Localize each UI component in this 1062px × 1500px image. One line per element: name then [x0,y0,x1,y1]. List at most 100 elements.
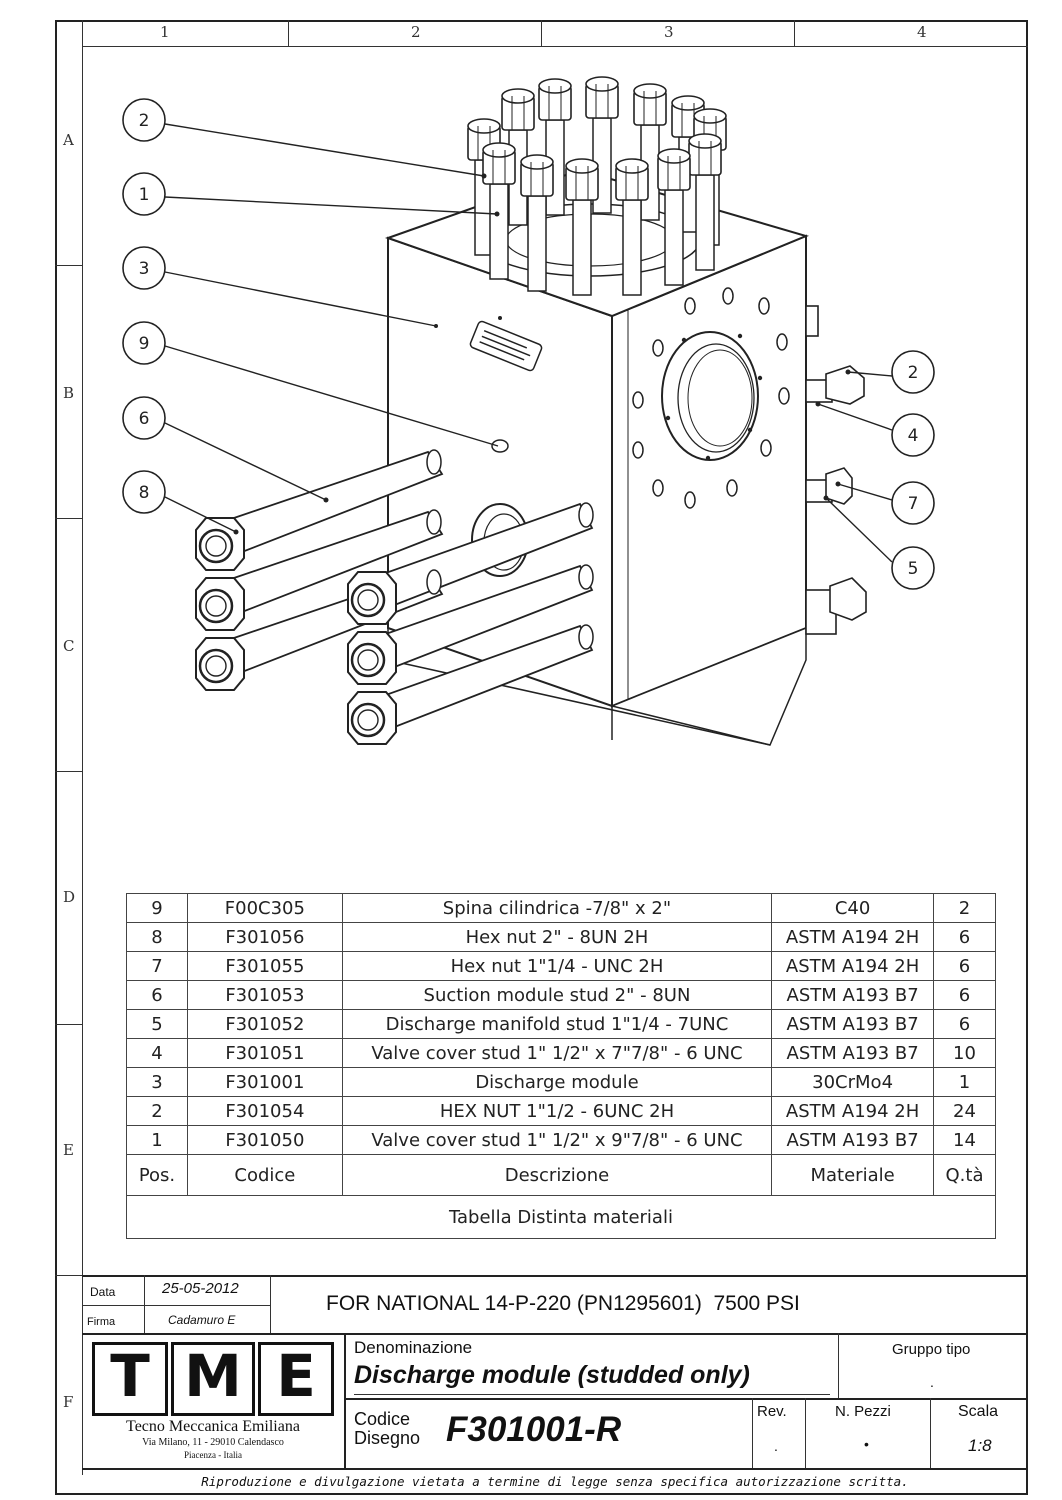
bom-header-desc: Descrizione [341,1154,773,1196]
bom-cell-code: F301052 [186,1009,343,1039]
balloon-label: 9 [139,334,150,354]
bom-cell-qty: 6 [933,980,996,1010]
logo-letter-t: T [92,1342,168,1416]
zone-divider [55,771,82,772]
bom-cell-mat: C40 [771,893,935,923]
bom-cell-qty: 10 [933,1038,996,1068]
bom-cell-pos: 1 [126,1125,188,1155]
bom-cell-desc: Hex nut 2" - 8UN 2H [341,922,773,952]
bom-cell-mat: ASTM A193 B7 [771,1038,935,1068]
bom-cell-desc: HEX NUT 1"1/2 - 6UNC 2H [341,1096,773,1126]
logo-letter-m: M [171,1342,255,1416]
tb-line [805,1398,806,1468]
balloon-label: 1 [139,185,150,205]
bom-cell-code: F301054 [186,1096,343,1126]
bom-cell-qty: 14 [933,1125,996,1155]
denominazione-label: Denominazione [354,1338,473,1357]
tb-line [82,1333,1028,1335]
bom-cell-pos: 9 [126,893,188,923]
drawing-number: F301001-R [446,1410,622,1449]
bom-header-code: Codice [186,1154,343,1196]
pezzi-label: N. Pezzi [835,1403,891,1420]
bom-cell-code: F301056 [186,922,343,952]
signature-value: Cadamuro E [168,1313,236,1327]
bom-cell-pos: 3 [126,1067,188,1097]
scale-value: 1:8 [968,1436,992,1455]
bom-cell-pos: 6 [126,980,188,1010]
logo-letter-e: E [258,1342,334,1416]
tb-line [270,1275,271,1333]
zone-row-a: A [63,131,74,149]
bom-cell-code: F301001 [186,1067,343,1097]
zone-divider [55,265,82,266]
zone-row-d: D [63,888,76,906]
bom-caption: Tabella Distinta materiali [126,1195,996,1239]
zone-col-3: 3 [664,23,674,41]
zone-divider [541,20,542,46]
tb-line [838,1333,839,1398]
drawing-title: Discharge module (studded only) [354,1361,750,1389]
zone-divider [55,1024,82,1025]
tb-line [752,1398,753,1468]
bom-header-row: Pos. Codice Descrizione Materiale Q.tà [126,1154,996,1196]
bom-cell-code: F301055 [186,951,343,981]
company-address: Via Milano, 11 - 29010 Calendasco [142,1437,284,1448]
bom-cell-code: F00C305 [186,893,343,923]
tb-line [82,1468,1028,1470]
bom-cell-code: F301051 [186,1038,343,1068]
bom-cell-mat: ASTM A194 2H [771,951,935,981]
scale-label: Scala [958,1403,999,1420]
zone-col-1: 1 [160,23,170,41]
bom-cell-qty: 2 [933,893,996,923]
zone-col-2: 2 [411,23,421,41]
bom-caption-row: Tabella Distinta materiali [126,1195,996,1239]
tb-line [82,1305,270,1306]
zone-divider [55,518,82,519]
bom-cell-mat: ASTM A193 B7 [771,1009,935,1039]
bom-cell-mat: ASTM A193 B7 [771,980,935,1010]
bom-cell-mat: 30CrMo4 [771,1067,935,1097]
date-label: Data [90,1285,116,1299]
date-value: 25-05-2012 [162,1280,239,1297]
gruppo-value: . [930,1374,934,1390]
bom-cell-desc: Suction module stud 2" - 8UN [341,980,773,1010]
bom-header-pos: Pos. [126,1154,188,1196]
tb-line [354,1394,830,1395]
bom-header-mat: Materiale [771,1154,935,1196]
pezzi-value: • [864,1436,869,1452]
isometric-assembly-drawing: 2 1 3 9 6 8 2 4 7 5 [122,76,935,746]
zone-divider [288,20,289,46]
rev-value: . [774,1438,778,1454]
tb-line [344,1398,1028,1400]
bom-cell-mat: ASTM A194 2H [771,1096,935,1126]
bom-cell-pos: 5 [126,1009,188,1039]
company-city: Piacenza - Italia [184,1450,242,1460]
bom-header-qty: Q.tà [933,1154,996,1196]
codice-label: Codice [354,1409,411,1429]
zone-row-b: B [63,384,75,402]
balloon-label: 4 [908,426,919,446]
zone-row-c: C [63,637,75,655]
bom-cell-pos: 8 [126,922,188,952]
bom-cell-desc: Discharge module [341,1067,773,1097]
zone-strip-left [55,20,83,1475]
bom-cell-desc: Valve cover stud 1" 1/2" x 7"7/8" - 6 UN… [341,1038,773,1068]
tb-line [344,1333,346,1468]
balloon-label: 2 [139,111,150,131]
copyright-disclaimer: Riproduzione e divulgazione vietata a te… [201,1474,909,1489]
balloon-label: 5 [908,559,919,579]
zone-divider [794,20,795,46]
bom-cell-pos: 7 [126,951,188,981]
zone-col-4: 4 [917,23,927,41]
bom-cell-mat: ASTM A193 B7 [771,1125,935,1155]
tb-line [930,1398,931,1468]
